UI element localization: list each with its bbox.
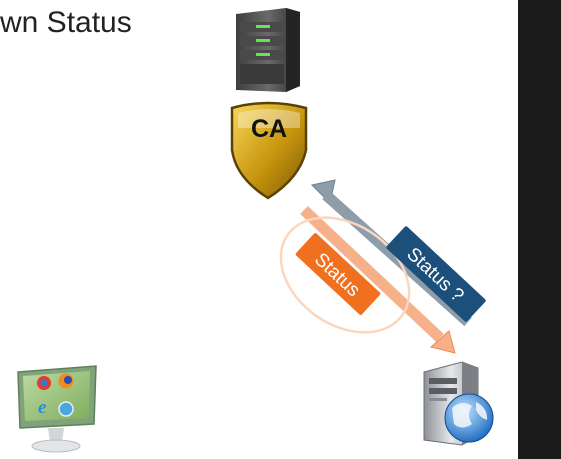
slide-title: wn Status: [0, 6, 132, 39]
browser-monitor-icon: e: [17, 365, 97, 453]
ca-shield-icon: CA: [230, 101, 308, 200]
status-response-arrow: [300, 205, 456, 354]
dark-side-panel: [518, 0, 561, 459]
status-response-badge: Status: [295, 233, 381, 315]
highlight-ellipse: [279, 216, 411, 334]
server-rack-icon: [236, 8, 300, 92]
web-server-globe-icon: [423, 361, 494, 446]
svg-text:e: e: [38, 397, 47, 418]
ca-badge-label: CA: [251, 115, 287, 143]
